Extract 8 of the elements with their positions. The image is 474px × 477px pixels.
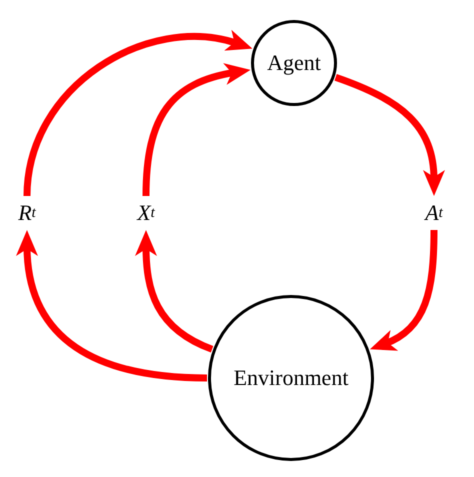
arrow xyxy=(16,230,208,382)
arrow xyxy=(135,230,214,352)
arrow xyxy=(24,30,253,196)
arrow xyxy=(142,64,250,196)
node-label: Agent xyxy=(267,50,321,76)
arrow xyxy=(370,230,438,350)
node-label: Environment xyxy=(234,365,348,391)
arrow xyxy=(334,74,444,196)
